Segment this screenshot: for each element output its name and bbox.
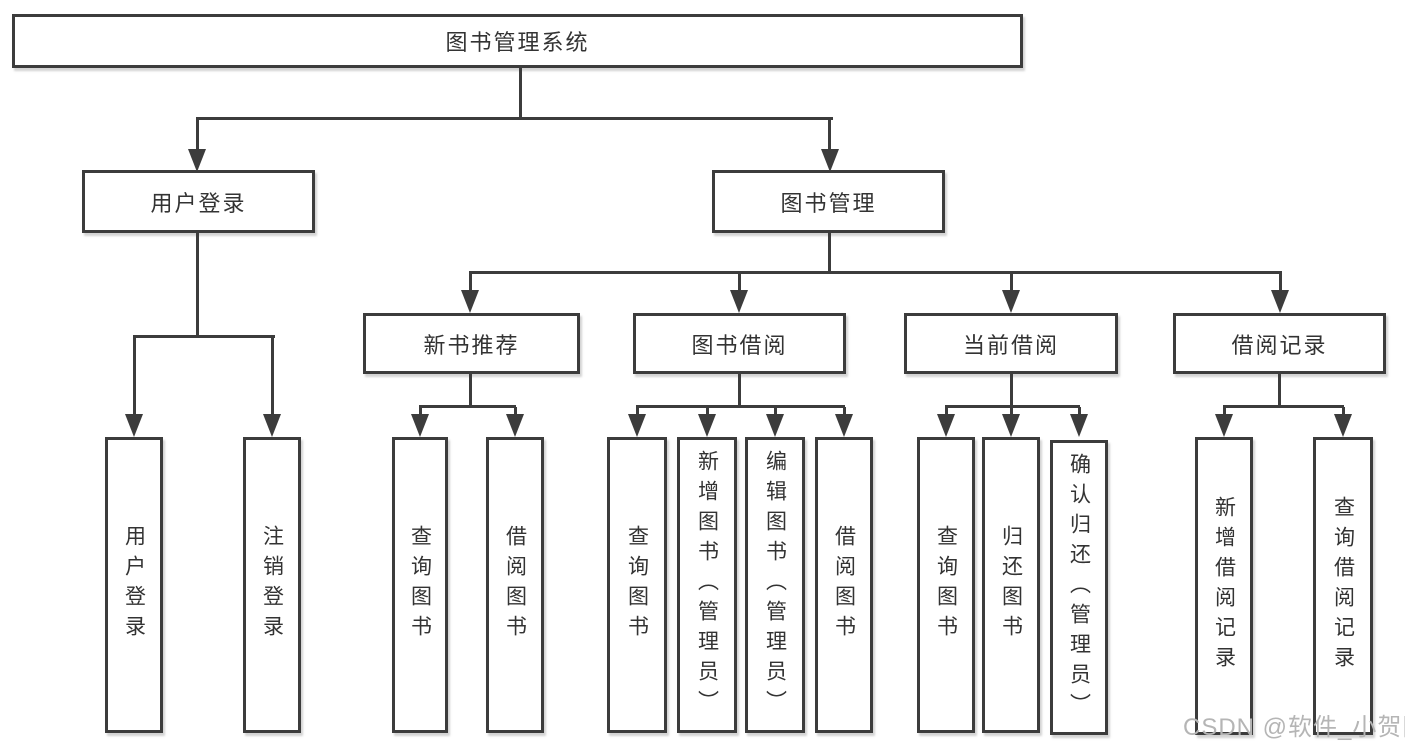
connector-userlogin-vertical <box>196 233 199 337</box>
connector-stem-nbr-query <box>419 407 422 417</box>
leaf-cb-query-books: 查询图书 <box>917 437 975 733</box>
arrowhead-nbr-borrow <box>506 414 524 437</box>
connector-stem-new-book <box>469 273 472 293</box>
arrowhead-current-borrow <box>1002 290 1020 313</box>
leaf-bb-query-books: 查询图书 <box>607 437 667 733</box>
arrowhead-nbr-query <box>411 414 429 437</box>
leaf-cb-confirm-return-admin: 确认归还（管理员） <box>1050 440 1108 735</box>
connector-stem-cb-confirm <box>1078 407 1081 417</box>
arrowhead-bb-edit <box>766 414 784 437</box>
arrowhead-cb-confirm <box>1070 414 1088 437</box>
connector-stem-cb-return <box>1010 407 1013 417</box>
connector-stem-leaf-user-login <box>133 337 136 417</box>
leaf-bb-borrow-books: 借阅图书 <box>815 437 873 733</box>
connector-stem-bb-borrow <box>843 407 846 417</box>
connector-stem-bb-edit <box>774 407 777 417</box>
leaf-br-add-record: 新增借阅记录 <box>1195 437 1253 735</box>
node-current-borrow: 当前借阅 <box>904 313 1118 374</box>
connector-br-horizontal <box>1223 405 1344 408</box>
arrowhead-cb-return <box>1002 414 1020 437</box>
connector-stem-book-borrow <box>738 273 741 293</box>
arrowhead-leaf-logout <box>263 414 281 437</box>
connector-stem-leaf-logout <box>271 337 274 417</box>
connector-stem-user-login <box>196 119 199 151</box>
leaf-bb-add-books-admin: 新增图书（管理员） <box>677 437 737 733</box>
leaf-cb-return-books: 归还图书 <box>982 437 1040 733</box>
arrowhead-new-book <box>461 290 479 313</box>
arrowhead-bb-add <box>698 414 716 437</box>
connector-bookmgmt-vertical <box>828 233 831 274</box>
arrowhead-cb-query <box>937 414 955 437</box>
node-borrow-records: 借阅记录 <box>1173 313 1386 374</box>
node-book-borrow: 图书借阅 <box>633 313 846 374</box>
node-user-login: 用户登录 <box>82 170 315 233</box>
connector-stem-br-query <box>1342 407 1345 417</box>
arrowhead-user-login <box>188 149 206 172</box>
connector-root-horizontal <box>196 117 833 120</box>
arrowhead-book-borrow <box>730 290 748 313</box>
arrowhead-br-query <box>1334 414 1352 437</box>
arrowhead-bb-query <box>628 414 646 437</box>
connector-cb-horizontal <box>945 405 1080 408</box>
node-root-library-system: 图书管理系统 <box>12 14 1023 68</box>
node-new-book-recommend: 新书推荐 <box>363 313 580 374</box>
arrowhead-book-management <box>821 149 839 172</box>
leaf-user-login: 用户登录 <box>105 437 163 733</box>
leaf-br-query-record: 查询借阅记录 <box>1313 437 1373 735</box>
connector-bookmgmt-horizontal <box>469 271 1282 274</box>
connector-stem-bb-query <box>636 407 639 417</box>
connector-bb-vertical <box>738 374 741 407</box>
connector-nbr-horizontal <box>419 405 516 408</box>
connector-stem-br-add <box>1223 407 1226 417</box>
leaf-nbr-query-books: 查询图书 <box>392 437 448 733</box>
connector-bb-horizontal <box>636 405 845 408</box>
connector-cb-vertical <box>1010 374 1013 407</box>
connector-stem-cb-query <box>945 407 948 417</box>
arrowhead-leaf-user-login <box>125 414 143 437</box>
connector-stem-nbr-borrow <box>514 407 517 417</box>
connector-userlogin-horizontal <box>133 335 275 338</box>
connector-stem-book-management <box>828 119 831 151</box>
arrowhead-br-add <box>1215 414 1233 437</box>
leaf-nbr-borrow-books: 借阅图书 <box>486 437 544 733</box>
connector-stem-bb-add <box>706 407 709 417</box>
connector-stem-borrow-records <box>1279 273 1282 293</box>
connector-root-vertical <box>519 68 522 119</box>
csdn-watermark: CSDN @软件_小贺同学 <box>1183 714 1405 741</box>
arrowhead-borrow-records <box>1271 290 1289 313</box>
connector-br-vertical <box>1278 374 1281 407</box>
leaf-logout: 注销登录 <box>243 437 301 733</box>
connector-nbr-vertical <box>469 374 472 407</box>
connector-stem-current-borrow <box>1010 273 1013 293</box>
node-book-management: 图书管理 <box>712 170 945 233</box>
arrowhead-bb-borrow <box>835 414 853 437</box>
leaf-bb-edit-books-admin: 编辑图书（管理员） <box>745 437 805 733</box>
